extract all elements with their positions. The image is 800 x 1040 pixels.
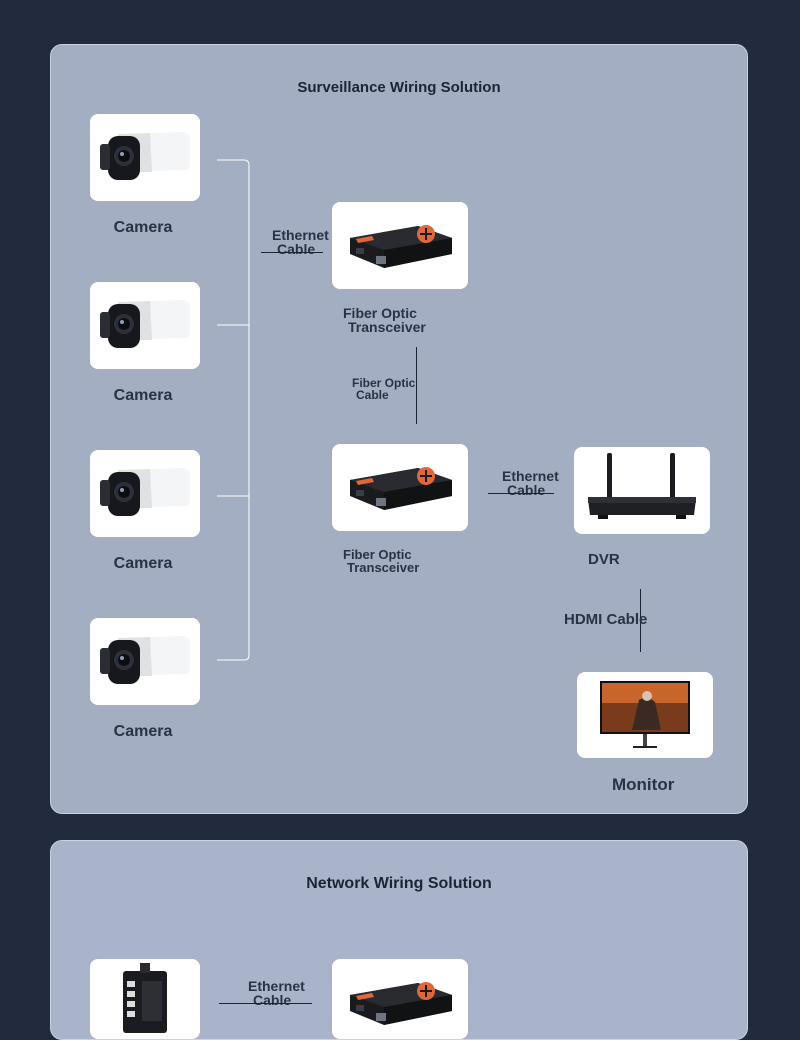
transceiver-bottom-image bbox=[332, 444, 468, 531]
bullet-camera-icon bbox=[100, 468, 190, 516]
fiber-line bbox=[416, 347, 417, 424]
bullet-camera-icon bbox=[100, 636, 190, 684]
dvr-router-icon bbox=[588, 453, 696, 519]
camera-4-image bbox=[90, 618, 200, 705]
monitor-image bbox=[577, 672, 713, 758]
camera-1-label: Camera bbox=[113, 219, 173, 236]
monitor-icon bbox=[600, 681, 690, 748]
bullet-camera-icon bbox=[100, 132, 190, 180]
camera-4-label: Camera bbox=[113, 723, 173, 740]
transceiver-bottom-label: Fiber Optic Transceiver bbox=[343, 547, 420, 575]
surveillance-panel: Surveillance Wiring Solution Camera Came… bbox=[50, 44, 748, 814]
camera-3-label: Camera bbox=[113, 555, 173, 572]
media-converter-icon bbox=[349, 981, 453, 1026]
network-title: Network Wiring Solution bbox=[306, 875, 492, 892]
bullet-camera-icon bbox=[100, 300, 190, 348]
transceiver-top-label: Fiber Optic Transceiver bbox=[343, 305, 426, 335]
network-panel: Network Wiring Solution Ethernet Cable bbox=[50, 840, 748, 1040]
ethernet-line-right bbox=[488, 493, 554, 494]
industrial-switch-image bbox=[90, 959, 200, 1039]
transceiver-top-image bbox=[332, 202, 468, 289]
camera-3-image bbox=[90, 450, 200, 537]
dvr-label: DVR bbox=[588, 551, 620, 568]
surveillance-title: Surveillance Wiring Solution bbox=[297, 79, 501, 96]
camera-2-label: Camera bbox=[113, 387, 173, 404]
camera-1-image bbox=[90, 114, 200, 201]
industrial-switch-icon bbox=[123, 963, 167, 1033]
media-converter-icon bbox=[349, 224, 453, 269]
ethernet-line-top bbox=[261, 252, 323, 253]
camera-bracket bbox=[217, 159, 250, 661]
camera-2-image bbox=[90, 282, 200, 369]
dvr-image bbox=[574, 447, 710, 534]
hdmi-line bbox=[640, 589, 641, 652]
media-converter-icon bbox=[349, 466, 453, 511]
fiber-cable-label: Fiber Optic Cable bbox=[352, 376, 416, 402]
monitor-label: Monitor bbox=[612, 775, 675, 794]
hdmi-cable-label: HDMI Cable bbox=[564, 611, 648, 628]
network-ethernet-line bbox=[219, 1003, 312, 1004]
network-transceiver-image bbox=[332, 959, 468, 1039]
